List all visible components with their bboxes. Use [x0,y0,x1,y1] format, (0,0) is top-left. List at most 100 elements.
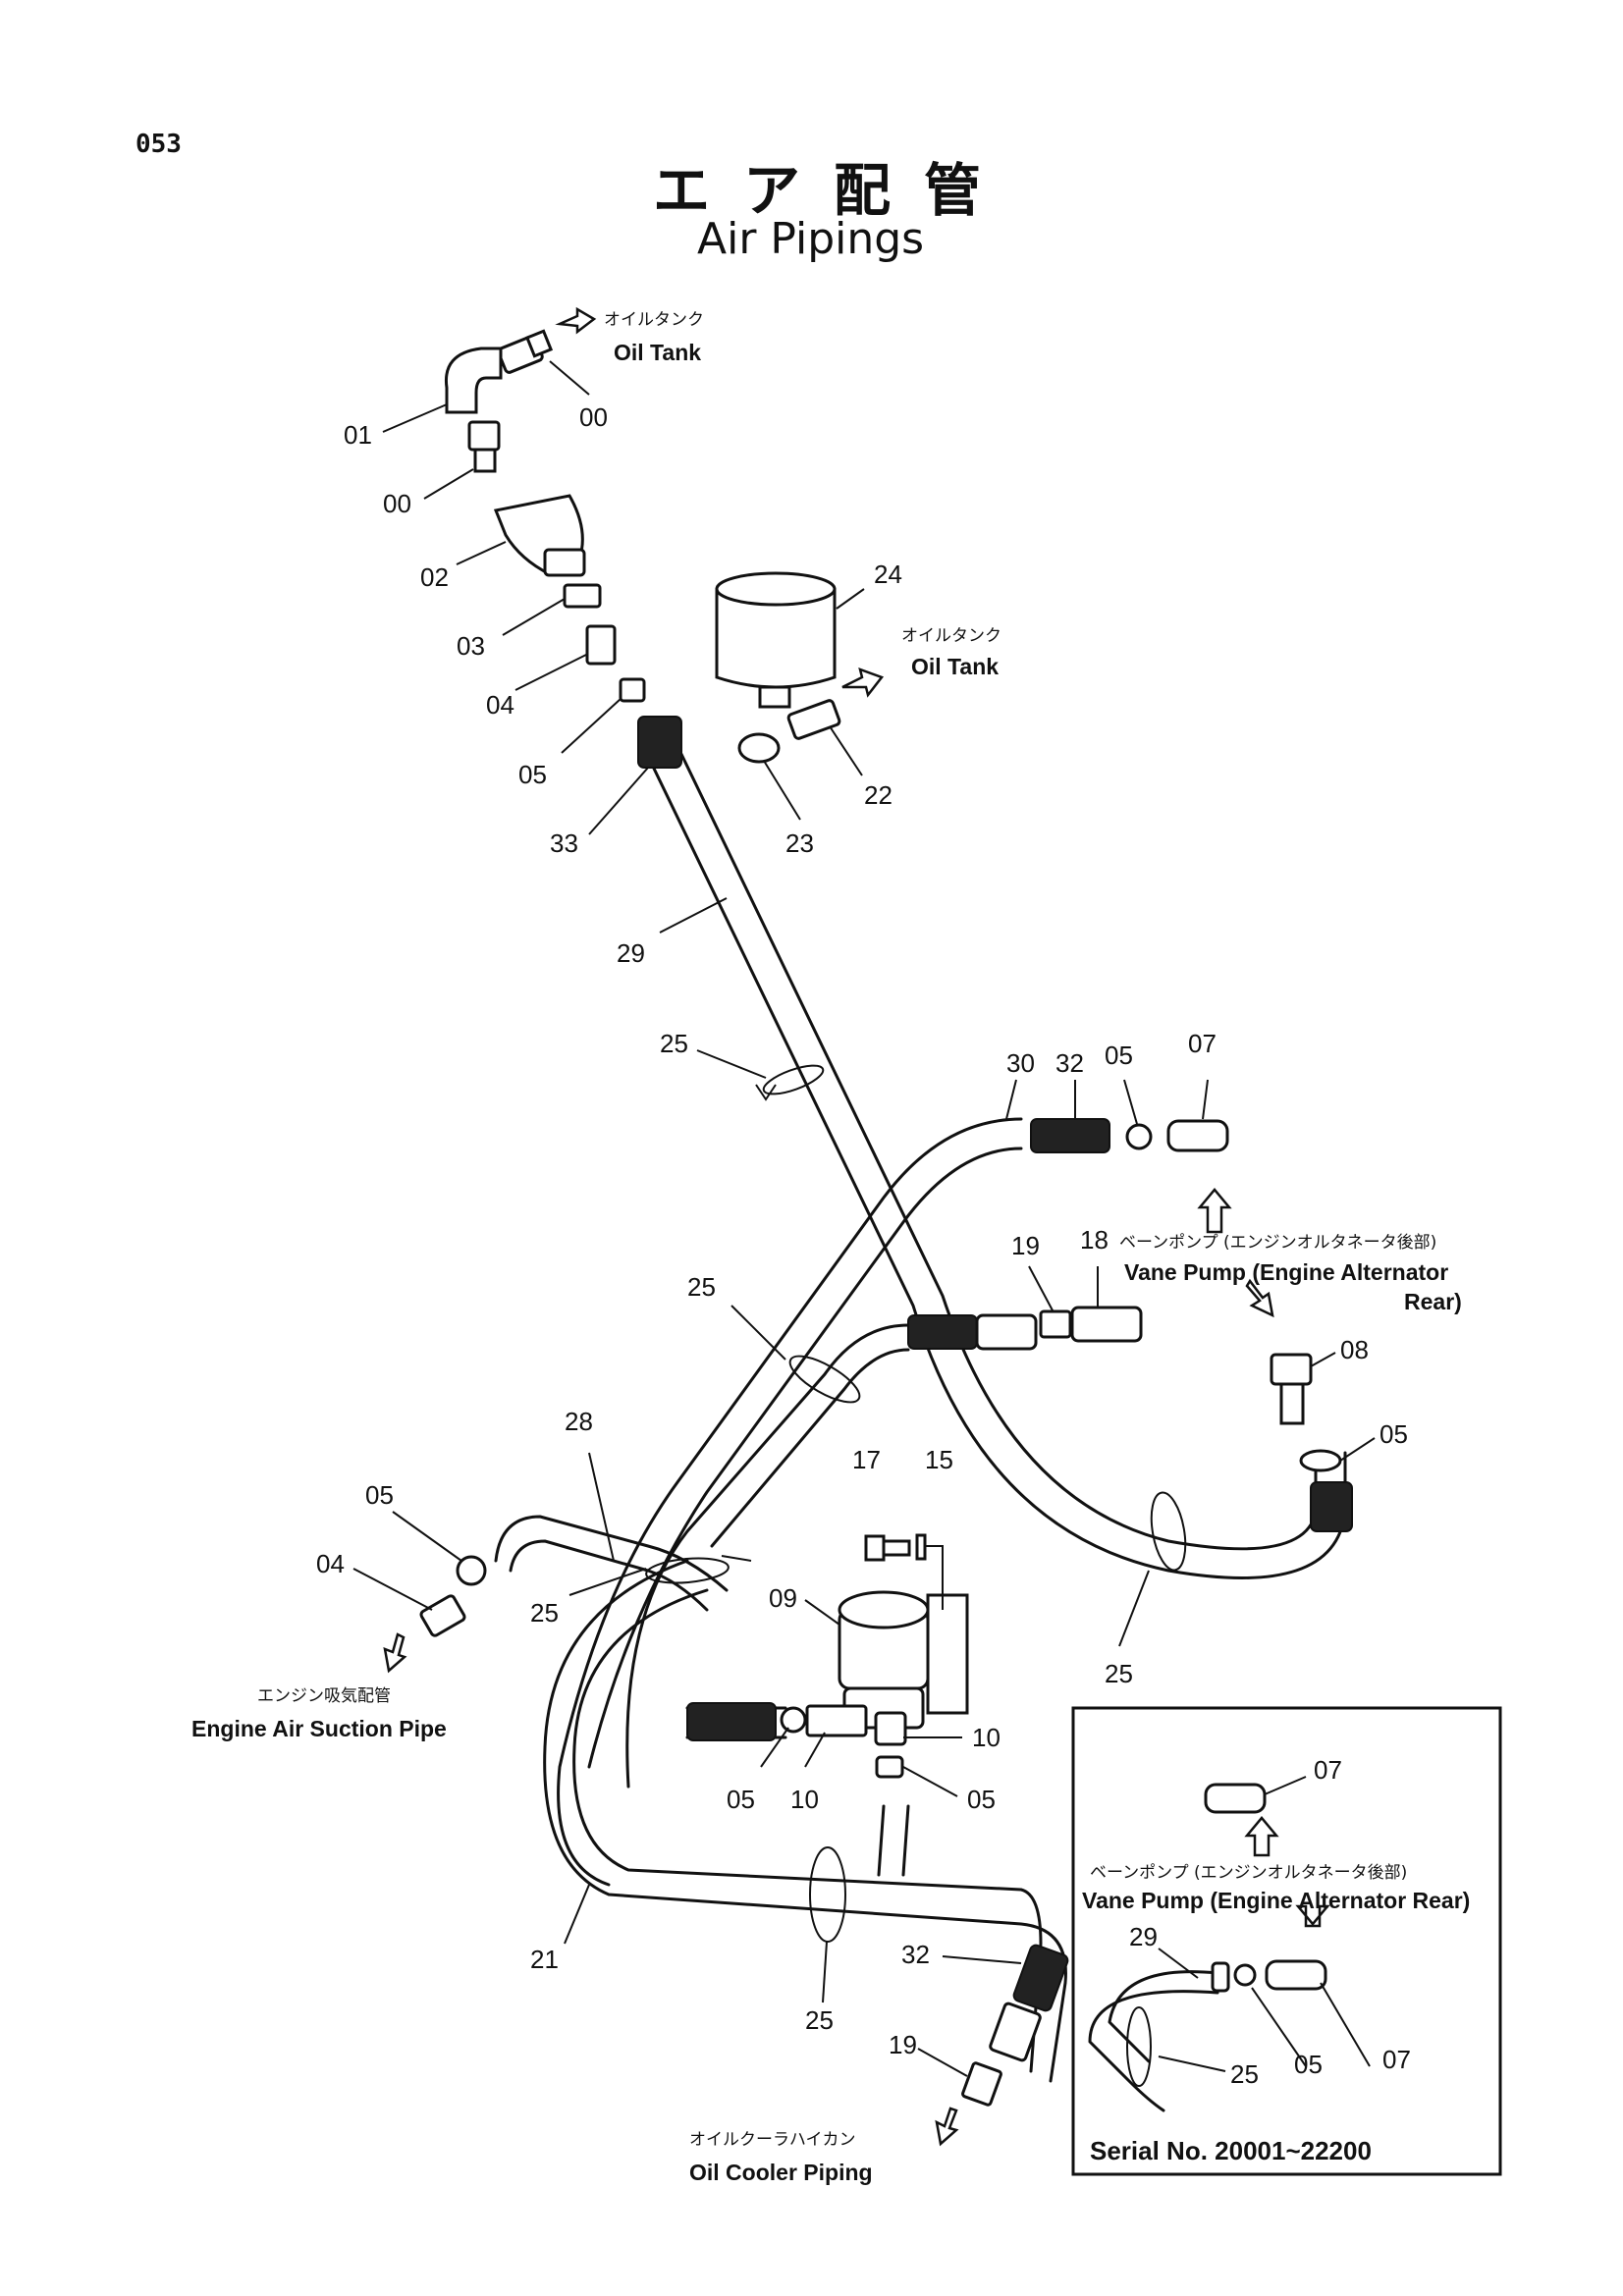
clamp-25-e [809,1846,846,1943]
part-label: 17 [852,1445,881,1474]
elbow-01 [444,347,503,414]
part-label: 25 [1105,1659,1133,1688]
bellows-32-lower [989,1944,1069,2062]
part-label: 25 [530,1598,559,1628]
part-label: 28 [565,1407,593,1436]
part-label: 08 [1340,1335,1369,1364]
inset-vane-pump-en: Vane Pump (Engine Alternator Rear) [1082,1888,1471,1913]
tank-24 [715,571,837,709]
fitting-07-right [1166,1119,1229,1152]
inset-box [1071,1706,1502,2176]
bellows-left-09 [686,1702,868,1741]
clamp-25-c [1150,1491,1187,1572]
hose-09-down [877,1804,910,1877]
bellows-33 [637,716,682,769]
vane-pump-jp: ベーンポンプ (エンジンオルタネータ後部) [1119,1233,1437,1253]
part-label: 19 [1011,1231,1040,1260]
fitting-04-left [419,1594,466,1637]
part-label: 00 [383,489,411,518]
fitting-00-top [497,329,554,374]
oil-tank-mid-en: Oil Tank [911,654,1000,679]
part-label: 03 [457,631,485,661]
bellows-right-end [1310,1481,1353,1532]
oil-cooler-jp: オイルクーラハイカン [689,2130,856,2150]
arrow-oil-tank-top [555,306,597,335]
part-label: 32 [1055,1048,1084,1078]
part-label: 24 [874,560,902,589]
fitting-03 [563,583,602,609]
fitting-10-down [874,1711,907,1779]
fitting-18 [1070,1306,1143,1343]
inset-vane-pump-jp: ベーンポンプ (エンジンオルタネータ後部) [1090,1863,1408,1883]
fitting-05 [619,677,646,703]
fitting-23 [737,732,781,764]
fitting-19-lower [961,2061,1002,2107]
title-en: Air Pipings [697,214,925,264]
part-label: 22 [864,780,893,810]
part-label: 05 [518,760,547,789]
part-label: 19 [889,2030,917,2059]
leader-15-17 [925,1545,944,1610]
part-label: 04 [486,690,514,720]
clamp-25-a [755,1064,825,1101]
fitting-08 [1270,1353,1313,1425]
leader-lines [352,360,1376,2077]
oil-tank-top-en: Oil Tank [614,340,702,365]
oil-tank-mid-jp: オイルタンク [901,626,1001,646]
part-label: 32 [901,1940,930,1969]
bellows-lower [907,1313,1038,1351]
clamp-25-b [788,1355,861,1404]
hose-21 [543,1559,1067,2083]
arrow-oil-cooler [935,2107,959,2147]
arrow-vane-pump-up [1197,1188,1232,1234]
part-label: 01 [344,420,372,450]
part-label: 25 [660,1029,688,1058]
part-label: 09 [769,1583,797,1613]
part-label: 10 [790,1785,819,1814]
part-label: 05 [727,1785,755,1814]
pipe-vane-2 [625,1323,910,1789]
engine-air-en: Engine Air Suction Pipe [191,1716,447,1741]
inset-serial: Serial No. 20001~22200 [1090,2136,1372,2165]
inset-label: 07 [1382,2045,1411,2074]
part-label: 25 [805,2005,834,2035]
hose-28 [494,1515,729,1612]
fitting-22 [786,699,841,740]
engine-air-jp: エンジン吸気配管 [257,1686,391,1706]
arrow-engine-air [383,1632,407,1674]
part-label: 00 [579,402,608,432]
part-label: 04 [316,1549,345,1578]
clamp-25-d [645,1555,752,1584]
oil-cooler-en: Oil Cooler Piping [689,2160,873,2185]
part-label: 05 [967,1785,996,1814]
page-number: 053 [135,130,182,159]
part-label: 05 [1380,1419,1408,1449]
part-label: 02 [420,562,449,592]
bolt-17 [864,1534,911,1562]
part-label: 29 [617,938,645,968]
vane-pump-en-1: Vane Pump (Engine Alternator [1124,1259,1449,1285]
pipe-29 [641,744,1347,1579]
clamp-05-right [1125,1123,1153,1150]
valve-02 [493,494,586,577]
fitting-00 [467,420,501,473]
part-label: 07 [1188,1029,1217,1058]
part-label: 05 [365,1480,394,1510]
washer-15 [915,1533,927,1561]
oil-tank-top-jp: オイルタンク [604,310,704,330]
vane-pump-en-2: Rear) [1404,1289,1462,1314]
part-label: 30 [1006,1048,1035,1078]
bellows-32 [1030,1118,1110,1153]
part-label: 05 [1105,1041,1133,1070]
inset-label: 29 [1129,1922,1158,1951]
fitting-04 [585,624,617,666]
part-label: 33 [550,828,578,858]
block-09 [838,1590,969,1730]
clamp-05-right2 [1299,1449,1342,1472]
part-label: 23 [785,828,814,858]
part-label: 15 [925,1445,953,1474]
part-label: 25 [687,1272,716,1302]
part-label: 18 [1080,1225,1109,1255]
part-label: 21 [530,1945,559,1974]
